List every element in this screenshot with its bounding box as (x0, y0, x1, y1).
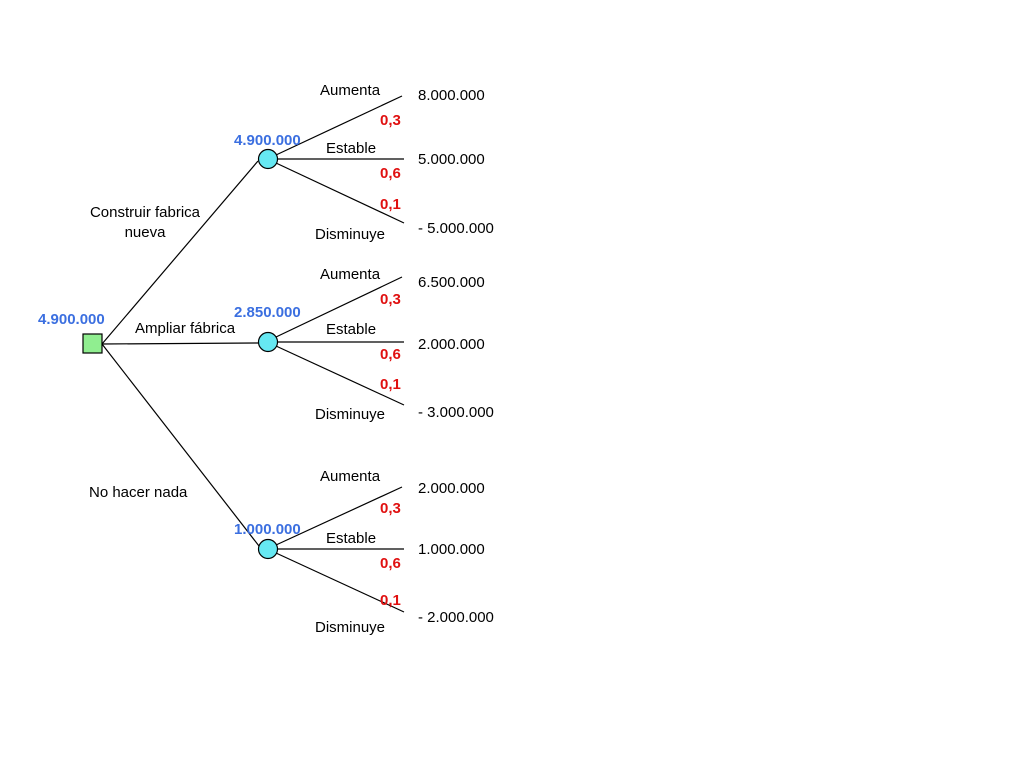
outcome-label: Estable (326, 140, 376, 157)
edge-root-option-2 (101, 342, 259, 345)
option-label: Ampliar fábrica (135, 320, 236, 337)
outcome-payoff: 6.500.000 (418, 274, 485, 291)
option-label: Construir fabrica (90, 204, 201, 221)
outcome-label: Disminuye (315, 406, 385, 423)
outcome-label: Estable (326, 321, 376, 338)
edge-root-option-3 (101, 343, 260, 547)
outcome-payoff: 8.000.000 (418, 87, 485, 104)
edge-option-3-aumenta (275, 486, 403, 546)
outcome-probability: 0,6 (380, 346, 401, 363)
edge-option-3-disminuye (275, 552, 405, 613)
outcome-label: Estable (326, 530, 376, 547)
outcome-payoff: 2.000.000 (418, 480, 485, 497)
outcome-probability: 0,3 (380, 112, 401, 129)
outcome-probability: 0,1 (380, 592, 401, 609)
outcome-payoff: 5.000.000 (418, 151, 485, 168)
option-label: No hacer nada (89, 484, 188, 501)
outcome-probability: 0,3 (380, 500, 401, 517)
outcome-payoff: - 5.000.000 (418, 220, 494, 237)
outcome-probability: 0,6 (380, 555, 401, 572)
expected-value: 1.000.000 (234, 521, 301, 538)
chance-node-2 (257, 331, 279, 353)
expected-value: 2.850.000 (234, 304, 301, 321)
edge-root-option-1 (101, 160, 259, 345)
outcome-label: Aumenta (320, 266, 381, 283)
outcome-label: Aumenta (320, 468, 381, 485)
expected-value: 4.900.000 (234, 132, 301, 149)
outcome-payoff: 2.000.000 (418, 336, 485, 353)
outcome-payoff: - 3.000.000 (418, 404, 494, 421)
edge-option-1-disminuye (275, 162, 405, 224)
option-label: nueva (125, 224, 167, 241)
outcome-label: Disminuye (315, 619, 385, 636)
decision-node (82, 333, 103, 354)
edge-option-2-disminuye (275, 345, 405, 406)
outcome-probability: 0,6 (380, 165, 401, 182)
outcome-label: Disminuye (315, 226, 385, 243)
outcome-label: Aumenta (320, 82, 381, 99)
outcome-payoff: 1.000.000 (418, 541, 485, 558)
outcome-probability: 0,1 (380, 196, 401, 213)
outcome-probability: 0,1 (380, 376, 401, 393)
edge-option-2-aumenta (275, 276, 403, 338)
edge-option-1-aumenta (275, 95, 403, 156)
outcome-probability: 0,3 (380, 291, 401, 308)
root-value: 4.900.000 (38, 311, 105, 328)
chance-node-1 (257, 148, 279, 170)
chance-node-3 (257, 538, 279, 560)
outcome-payoff: - 2.000.000 (418, 609, 494, 626)
